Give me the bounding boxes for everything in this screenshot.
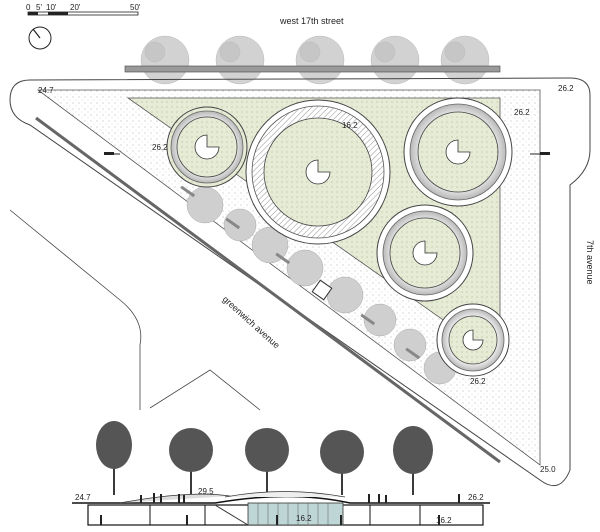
ring-south [436, 303, 510, 377]
street-label-west-17th: west 17th street [279, 16, 344, 26]
section-elev-underground-right: 16.2 [436, 516, 452, 525]
street-label-greenwich: greenwich avenue [221, 294, 282, 350]
elev-center-ring: 16.2 [342, 121, 358, 130]
section-elev-mound: 29.5 [198, 487, 214, 496]
section-trees [96, 421, 433, 495]
north-tree-row [140, 35, 490, 85]
curb-outline [9, 77, 591, 487]
ring-middle-east [376, 204, 474, 302]
elev-south-corner: 25.0 [540, 465, 556, 474]
adjacent-block-south [149, 369, 261, 411]
adjacent-block-west [9, 209, 142, 410]
kiosk [311, 279, 333, 301]
section-drawing: 24.7 29.5 26.2 16.2 16.2 [72, 421, 490, 526]
elev-west-ring: 26.2 [152, 143, 168, 152]
scale-label-5: 5' [36, 3, 42, 12]
ring-large-center [245, 99, 391, 245]
north-planter-strip [124, 65, 501, 73]
diagonal-tree-row [186, 186, 457, 385]
diagonal-benches [180, 185, 421, 360]
greenwich-curb [35, 116, 501, 464]
section-elev-left-street: 24.7 [75, 493, 91, 502]
ring-small-west [166, 106, 248, 188]
elev-northwest-corner: 24.7 [38, 86, 54, 95]
scale-label-10: 10' [46, 3, 57, 12]
north-arrow-icon [28, 26, 52, 50]
section-marker-east [530, 152, 550, 155]
scale-bar: 0 5' 10' 20' 50' [26, 3, 141, 16]
elev-northeast-corner: 26.2 [558, 84, 574, 93]
scale-label-0: 0 [26, 3, 31, 12]
scale-label-20: 20' [70, 3, 81, 12]
section-elev-underground-center: 16.2 [296, 514, 312, 523]
section-marker-west [104, 152, 120, 155]
section-elev-right-street: 26.2 [468, 493, 484, 502]
street-label-7th-avenue: 7th avenue [585, 240, 595, 285]
ring-northeast [403, 97, 513, 207]
elev-south-inner: 26.2 [470, 377, 486, 386]
elev-top-right-inner: 26.2 [514, 108, 530, 117]
scale-label-50: 50' [130, 3, 141, 12]
section-people [100, 493, 460, 525]
